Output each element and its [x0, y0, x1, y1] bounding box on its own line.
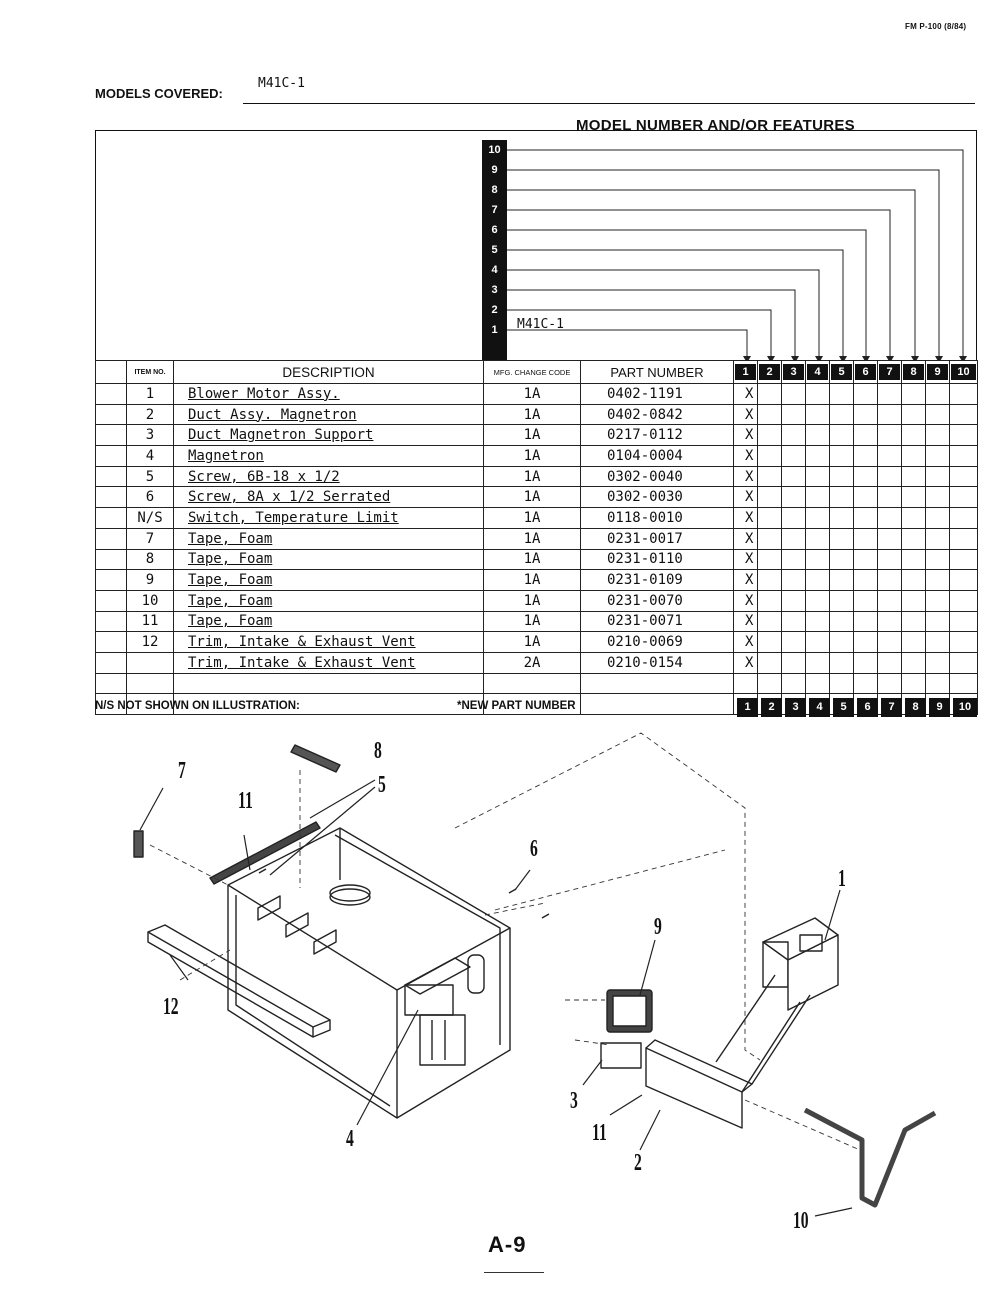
page-number: A-9: [488, 1232, 527, 1257]
page-number-underline: [484, 1272, 544, 1273]
description-cell: Tape, Foam: [173, 610, 484, 633]
callout-4: 4: [346, 1126, 354, 1152]
model-slot-leaders: [507, 149, 967, 363]
header-model-8: 8: [901, 360, 926, 384]
model-slot-2: 2: [491, 304, 498, 316]
description-cell: Duct Assy. Magnetron: [173, 403, 484, 426]
header-mfg-change-code: MFG. CHANGE CODE: [483, 360, 581, 384]
mfg-change-code-cell: 1A: [483, 527, 581, 550]
header-part-number: PART NUMBER: [580, 360, 734, 384]
model-slot-1-value: M41C-1: [517, 317, 564, 332]
description-cell: Duct Magnetron Support: [173, 424, 484, 447]
model-slot-5: 5: [491, 244, 498, 256]
model-slot-3: 3: [491, 284, 498, 296]
callout-5: 5: [378, 772, 386, 798]
header-model-7: 7: [877, 360, 902, 384]
model-slot-column: 10 9 8 7 6 5 4 3 2 1: [482, 140, 507, 360]
model-features-title: MODEL NUMBER AND/OR FEATURES: [576, 117, 855, 134]
footer-model-3: 3: [785, 698, 806, 717]
part-number-cell: 0210-0069: [580, 631, 734, 653]
header-item-no: ITEM NO.: [126, 360, 174, 384]
header-model-4: 4: [805, 360, 830, 384]
part-number-cell: 0402-1191: [580, 383, 734, 405]
header-model-6: 6: [853, 360, 878, 384]
callout-7: 7: [178, 758, 186, 784]
part-number-cell: 0217-0112: [580, 424, 734, 447]
header-model-3: 3: [781, 360, 806, 384]
model-slot-7: 7: [491, 204, 498, 216]
mfg-change-code-cell: 1A: [483, 548, 581, 571]
footer-model-7: 7: [881, 698, 902, 717]
item-no-cell: 11: [126, 610, 174, 633]
description-cell: Switch, Temperature Limit: [173, 507, 484, 529]
footer-model-1: 1: [737, 698, 758, 717]
model-slot-9: 9: [491, 164, 498, 176]
callout-10: 10: [793, 1208, 809, 1234]
callout-9: 9: [654, 914, 662, 940]
footer-model-4: 4: [809, 698, 830, 717]
header-model-9: 9: [925, 360, 950, 384]
footer-model-5: 5: [833, 698, 854, 717]
ns-note: N/S NOT SHOWN ON ILLUSTRATION:: [95, 700, 300, 712]
model-slot-8: 8: [491, 184, 498, 196]
callout-2: 2: [634, 1150, 642, 1176]
header-model-2: 2: [757, 360, 782, 384]
part-number-cell: 0231-0109: [580, 569, 734, 591]
models-covered-label: MODELS COVERED:: [95, 86, 223, 101]
part-number-cell: 0231-0017: [580, 527, 734, 550]
callout-6: 6: [530, 836, 538, 862]
footer-model-9: 9: [929, 698, 950, 717]
model-slot-6: 6: [491, 224, 498, 236]
header-model-5: 5: [829, 360, 854, 384]
model-slot-1: 1: [491, 324, 498, 336]
part-number-cell: 0231-0070: [580, 589, 734, 612]
callout-3: 3: [570, 1088, 578, 1114]
callout-12: 12: [163, 994, 179, 1020]
model-slot-10: 10: [488, 144, 501, 156]
spacer-cell: [95, 360, 127, 384]
model-slot-4: 4: [491, 264, 498, 276]
new-part-note: *NEW PART NUMBER: [457, 700, 576, 712]
table-row: [95, 672, 978, 695]
description-cell: Blower Motor Assy.: [173, 383, 484, 405]
models-covered-underline: [243, 103, 975, 104]
form-code: FM P-100 (8/84): [905, 22, 967, 31]
footer-model-10: 10: [953, 698, 977, 717]
table-header-row: ITEM NO. DESCRIPTION MFG. CHANGE CODE PA…: [95, 360, 978, 384]
parts-table: ITEM NO. DESCRIPTION MFG. CHANGE CODE PA…: [95, 360, 978, 715]
description-cell: Tape, Foam: [173, 569, 484, 591]
callout-1: 1: [838, 866, 846, 892]
models-covered-value: M41C-1: [258, 76, 305, 91]
footer-model-6: 6: [857, 698, 878, 717]
header-description: DESCRIPTION: [173, 360, 484, 384]
model-legend-box: [95, 130, 977, 360]
mfg-change-code-cell: 1A: [483, 445, 581, 467]
callout-8: 8: [374, 738, 382, 764]
footer-model-8: 8: [905, 698, 926, 717]
callout-11b: 11: [592, 1120, 607, 1146]
description-cell: Trim, Intake & Exhaust Vent: [173, 651, 484, 674]
description-cell: Screw, 6B-18 x 1/2: [173, 465, 484, 488]
footer-model-2: 2: [761, 698, 782, 717]
callout-11a: 11: [238, 788, 253, 814]
header-model-10: 10: [949, 360, 978, 384]
